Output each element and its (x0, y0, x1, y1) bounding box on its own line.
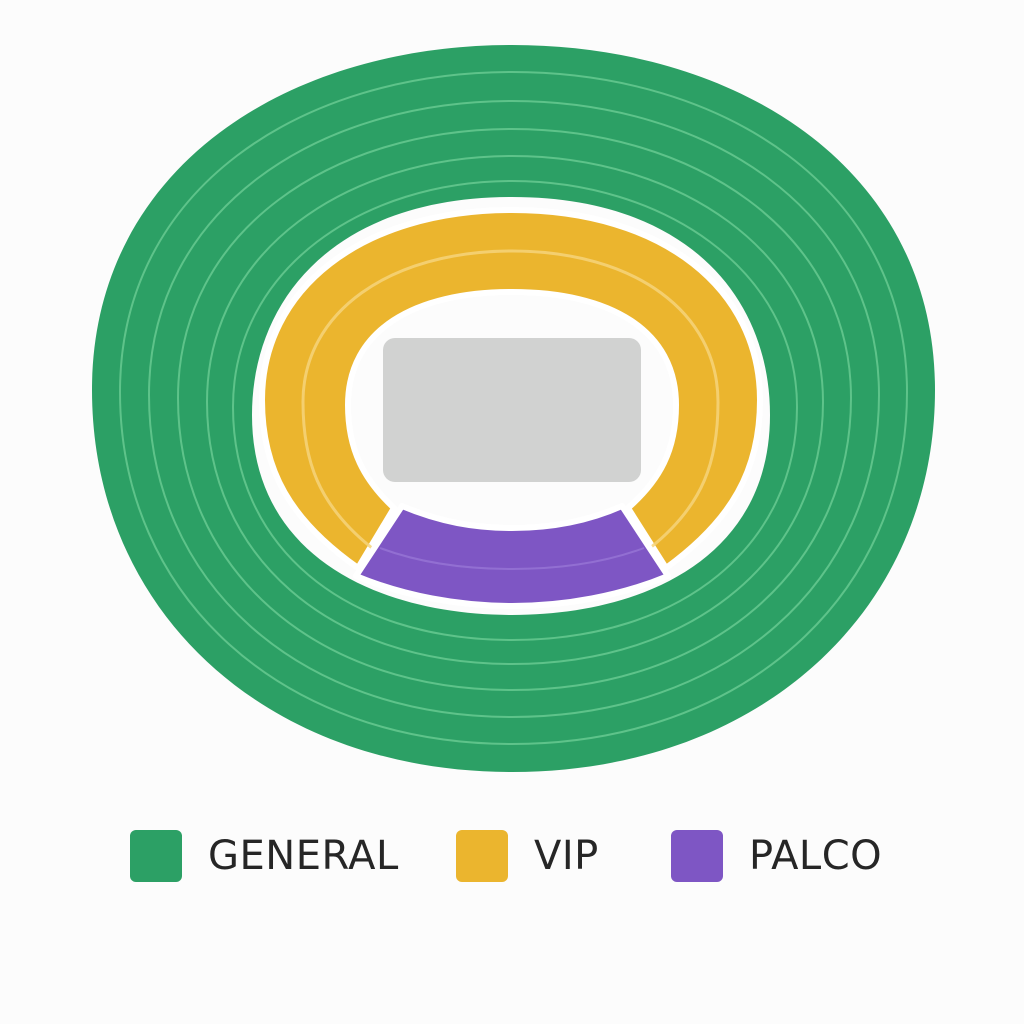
legend-item-palco[interactable]: PALCO (671, 828, 882, 884)
general-row-line (205, 154, 825, 666)
legend-swatch-palco (671, 830, 723, 882)
general-row-line (176, 127, 853, 692)
vip-row-line (301, 249, 720, 550)
general-row-line (118, 70, 909, 746)
legend-swatch-vip (456, 830, 508, 882)
legend-swatch-general (130, 830, 182, 882)
legend-label-palco: PALCO (749, 833, 883, 879)
stage (383, 338, 641, 482)
venue-map (92, 45, 935, 772)
general-row-line (147, 99, 881, 719)
palco-row-line (379, 547, 645, 571)
zone-palco[interactable] (353, 503, 671, 609)
zone-vip[interactable] (259, 207, 763, 571)
general-row-line (231, 179, 799, 642)
legend-label-general: GENERAL (208, 833, 399, 879)
legend-item-general[interactable]: GENERAL (130, 828, 399, 884)
legend-label-vip: VIP (534, 833, 599, 879)
zone-palco-area[interactable] (353, 503, 671, 609)
zone-general-area[interactable] (92, 45, 935, 772)
legend-item-vip[interactable]: VIP (456, 828, 599, 884)
zone-general[interactable] (92, 45, 935, 772)
legend: GENERAL VIP PALCO (0, 828, 1024, 888)
zone-vip-area[interactable] (259, 207, 763, 571)
general-row-lines (118, 70, 909, 746)
